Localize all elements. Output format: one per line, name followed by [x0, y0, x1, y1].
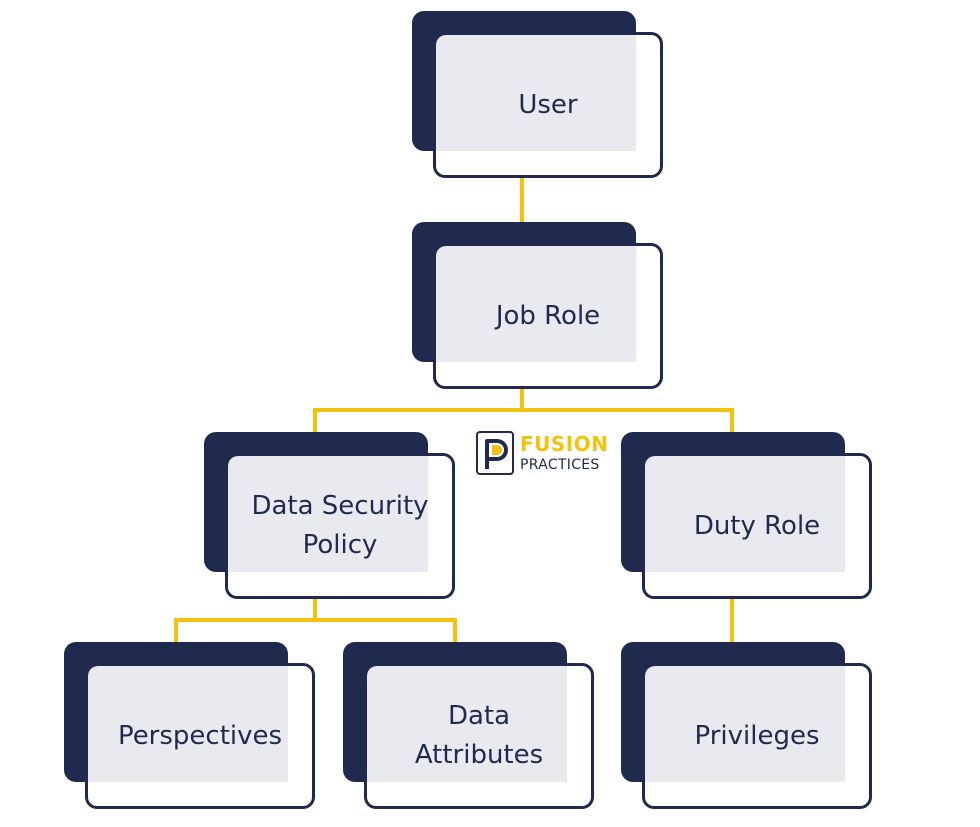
- node-duty-role: Duty Role: [621, 432, 873, 600]
- node-outline: [364, 663, 594, 809]
- node-fill: [88, 666, 288, 782]
- node-label-data-security-policy: Data Security Policy: [251, 491, 429, 560]
- node-fill: [645, 666, 845, 782]
- node-label-job-role: Job Role: [495, 300, 601, 331]
- logo-brand-top: FUSION: [520, 432, 609, 456]
- fusion-practices-logo-icon: [476, 431, 514, 475]
- node-outline: [642, 663, 872, 809]
- fusion-practices-logo: FUSION PRACTICES: [476, 431, 609, 475]
- node-label-privileges: Privileges: [694, 720, 820, 751]
- node-data-attributes: Data Attributes: [343, 642, 595, 810]
- node-user: User: [412, 11, 664, 179]
- node-job-role: Job Role: [412, 222, 664, 390]
- node-fill: [228, 456, 428, 572]
- node-outline: [85, 663, 315, 809]
- node-outline: [225, 453, 455, 599]
- logo-brand-bottom: PRACTICES: [520, 457, 600, 473]
- node-outline: [642, 453, 872, 599]
- node-fill: [436, 35, 636, 151]
- node-outline: [433, 32, 663, 178]
- fusion-practices-logo-text: FUSION PRACTICES: [520, 434, 609, 472]
- node-label-data-attributes: Data Attributes: [414, 701, 544, 770]
- node-outline: [433, 243, 663, 389]
- node-data-security-policy: Data Security Policy: [204, 432, 456, 600]
- node-fill: [645, 456, 845, 572]
- node-privileges: Privileges: [621, 642, 873, 810]
- node-fill: [367, 666, 567, 782]
- node-label-perspectives: Perspectives: [117, 720, 283, 751]
- node-label-user: User: [518, 89, 578, 120]
- node-perspectives: Perspectives: [64, 642, 316, 810]
- node-fill: [436, 246, 636, 362]
- node-label-duty-role: Duty Role: [693, 510, 821, 541]
